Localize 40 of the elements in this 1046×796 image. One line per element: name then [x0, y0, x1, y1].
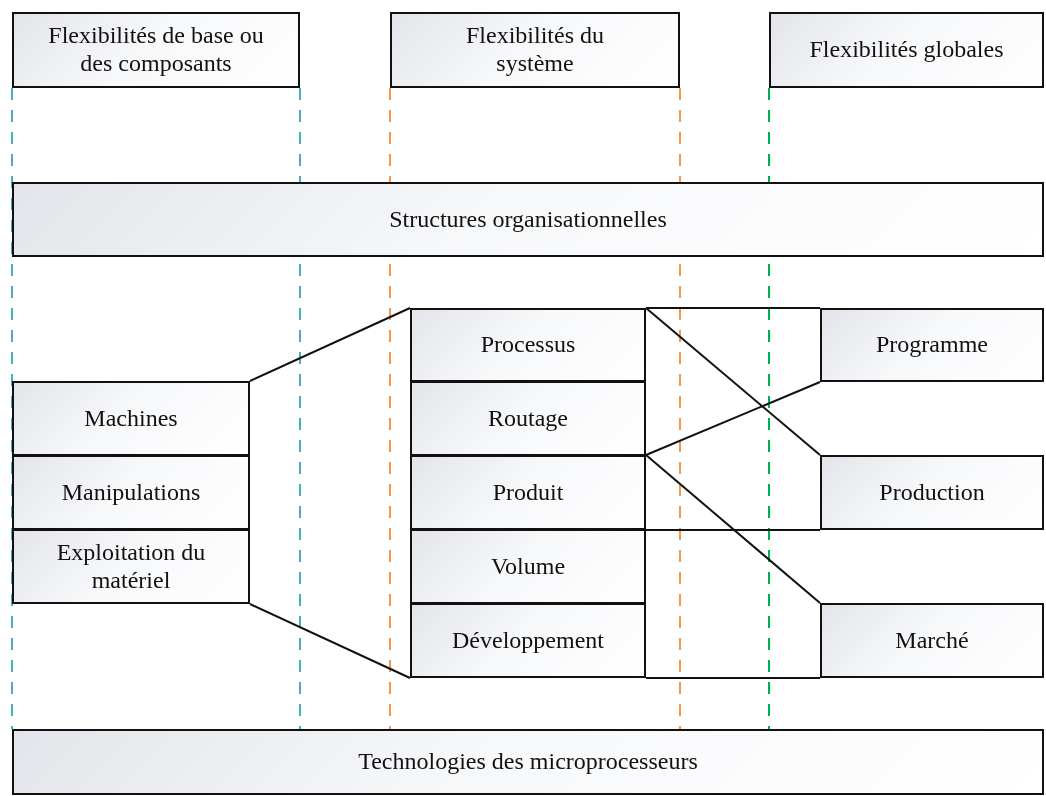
box-label: Technologies des microprocesseurs [357, 748, 699, 776]
box-label: Exploitation du matériel [55, 538, 207, 595]
header-box [769, 12, 1044, 88]
connector-line [645, 307, 821, 309]
box-label: Routage [487, 404, 569, 433]
band-box [12, 729, 1044, 795]
connector-line [249, 603, 411, 679]
header-box [390, 12, 680, 88]
box-label: Manipulations [60, 478, 202, 507]
box-label: Produit [491, 478, 565, 507]
box-label: Développement [451, 626, 605, 655]
connector-line [645, 307, 821, 456]
category-box [410, 455, 646, 530]
box-label: Flexibilités globales [808, 36, 1005, 64]
box-label: Volume [489, 552, 567, 581]
category-box [410, 603, 646, 678]
connector-line [249, 307, 411, 382]
box-label: Marché [894, 626, 970, 655]
box-label: Structures organisationnelles [388, 205, 668, 234]
category-box [820, 455, 1044, 530]
band-box [12, 182, 1044, 257]
box-label: Flexibilités du système [465, 22, 605, 78]
connector-line [645, 677, 821, 679]
category-box [12, 455, 250, 530]
category-box [820, 603, 1044, 678]
category-box [410, 529, 646, 604]
category-box [12, 529, 250, 604]
connector-line [645, 529, 821, 531]
category-box [820, 308, 1044, 382]
category-box [410, 308, 646, 382]
box-label: Processus [479, 331, 577, 359]
header-box [12, 12, 300, 88]
box-label: Machines [83, 404, 179, 433]
category-box [410, 381, 646, 456]
box-label: Flexibilités de base ou des composants [47, 22, 265, 78]
box-label: Programme [875, 331, 989, 359]
connector-line [645, 381, 821, 456]
connector-line [645, 454, 821, 604]
box-label: Production [878, 478, 986, 507]
category-box [12, 381, 250, 456]
